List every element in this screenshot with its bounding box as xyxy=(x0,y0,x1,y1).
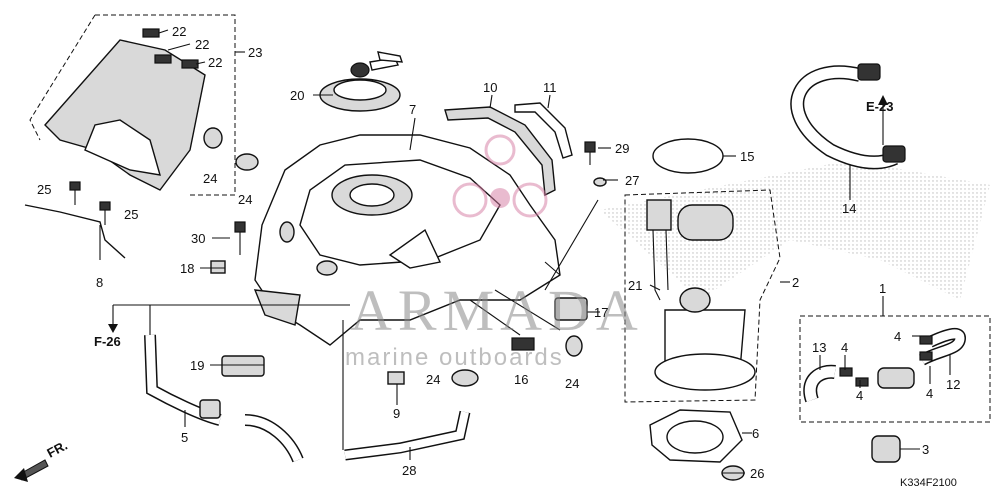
callout: 5 xyxy=(181,430,188,445)
callout: 24 xyxy=(238,192,252,207)
cushion-9 xyxy=(387,371,405,385)
callout: 15 xyxy=(740,149,754,164)
collar-18 xyxy=(210,260,226,274)
callout: 10 xyxy=(483,80,497,95)
callout: 4 xyxy=(894,329,901,344)
clip-19 xyxy=(221,355,265,377)
bolt-30 xyxy=(234,221,246,255)
callout: 12 xyxy=(946,377,960,392)
watermark: ARMADA marine outboards xyxy=(345,134,644,371)
callout: 17 xyxy=(594,305,608,320)
callout: 22 xyxy=(208,55,222,70)
pad-11 xyxy=(514,102,573,159)
connector-3 xyxy=(871,435,901,463)
fr-arrow-icon xyxy=(14,459,49,482)
clamp-17 xyxy=(554,297,588,321)
callout: 18 xyxy=(180,261,194,276)
ref-e23-label[interactable]: E-23 xyxy=(866,99,893,114)
callout: 29 xyxy=(615,141,629,156)
callout: 27 xyxy=(625,173,639,188)
watermark-tagline: marine outboards xyxy=(345,344,564,371)
callout: 4 xyxy=(926,386,933,401)
ref-f26-label[interactable]: F-26 xyxy=(94,334,121,349)
callout: 16 xyxy=(514,372,528,387)
callout: 11 xyxy=(543,80,557,95)
group-1-outline xyxy=(799,315,991,423)
fuel-pump-2 xyxy=(646,199,756,391)
leader-lines xyxy=(184,94,951,474)
callout: 22 xyxy=(195,37,209,52)
callout: 24 xyxy=(203,171,217,186)
grommet-24d xyxy=(565,335,583,357)
callout: 30 xyxy=(191,231,205,246)
callout: 14 xyxy=(842,201,856,216)
label-16 xyxy=(511,337,535,351)
callout: 22 xyxy=(172,24,186,39)
callout: 19 xyxy=(190,358,204,373)
grommet-24a xyxy=(203,127,223,149)
fuel-filter-1 xyxy=(803,327,967,403)
callout: 4 xyxy=(841,340,848,355)
callout: 6 xyxy=(752,426,759,441)
callout: 2 xyxy=(792,275,799,290)
fuel-cap-20 xyxy=(319,51,404,112)
hose-14 xyxy=(790,63,906,170)
callout: 1 xyxy=(879,281,886,296)
group-23-cover xyxy=(29,14,245,196)
arrow-down-f26 xyxy=(108,324,118,333)
dotted-shade-pump xyxy=(600,160,990,300)
bolt-29 xyxy=(584,141,596,153)
callout: 25 xyxy=(37,182,51,197)
group-2-outline xyxy=(624,189,781,403)
ref-fr-label: FR. xyxy=(44,438,70,461)
fuel-tank-7 xyxy=(253,134,561,346)
callout: 20 xyxy=(290,88,304,103)
callout: 26 xyxy=(750,466,764,481)
callout: 24 xyxy=(426,372,440,387)
callout: 28 xyxy=(402,463,416,478)
breather-tube-28 xyxy=(344,410,471,461)
callout: 13 xyxy=(812,340,826,355)
callout: 4 xyxy=(856,388,863,403)
grommet-24b xyxy=(235,153,259,171)
o-ring-15 xyxy=(652,138,724,174)
drain-tube-5 xyxy=(144,334,304,463)
callout: 8 xyxy=(96,275,103,290)
drawing-code: K334F2100 xyxy=(900,477,957,489)
callout: 24 xyxy=(565,376,579,391)
callout: 23 xyxy=(248,45,262,60)
callout: 21 xyxy=(628,278,642,293)
washer-27 xyxy=(593,177,607,187)
watermark-brand: ARMADA xyxy=(350,278,644,343)
callout: 9 xyxy=(393,406,400,421)
callout: 7 xyxy=(409,102,416,117)
callout: 25 xyxy=(124,207,138,222)
grommet-24c xyxy=(451,369,479,387)
arrow-up-e23 xyxy=(878,95,888,105)
callout: 3 xyxy=(922,442,929,457)
stay-bracket-8 xyxy=(24,181,126,260)
